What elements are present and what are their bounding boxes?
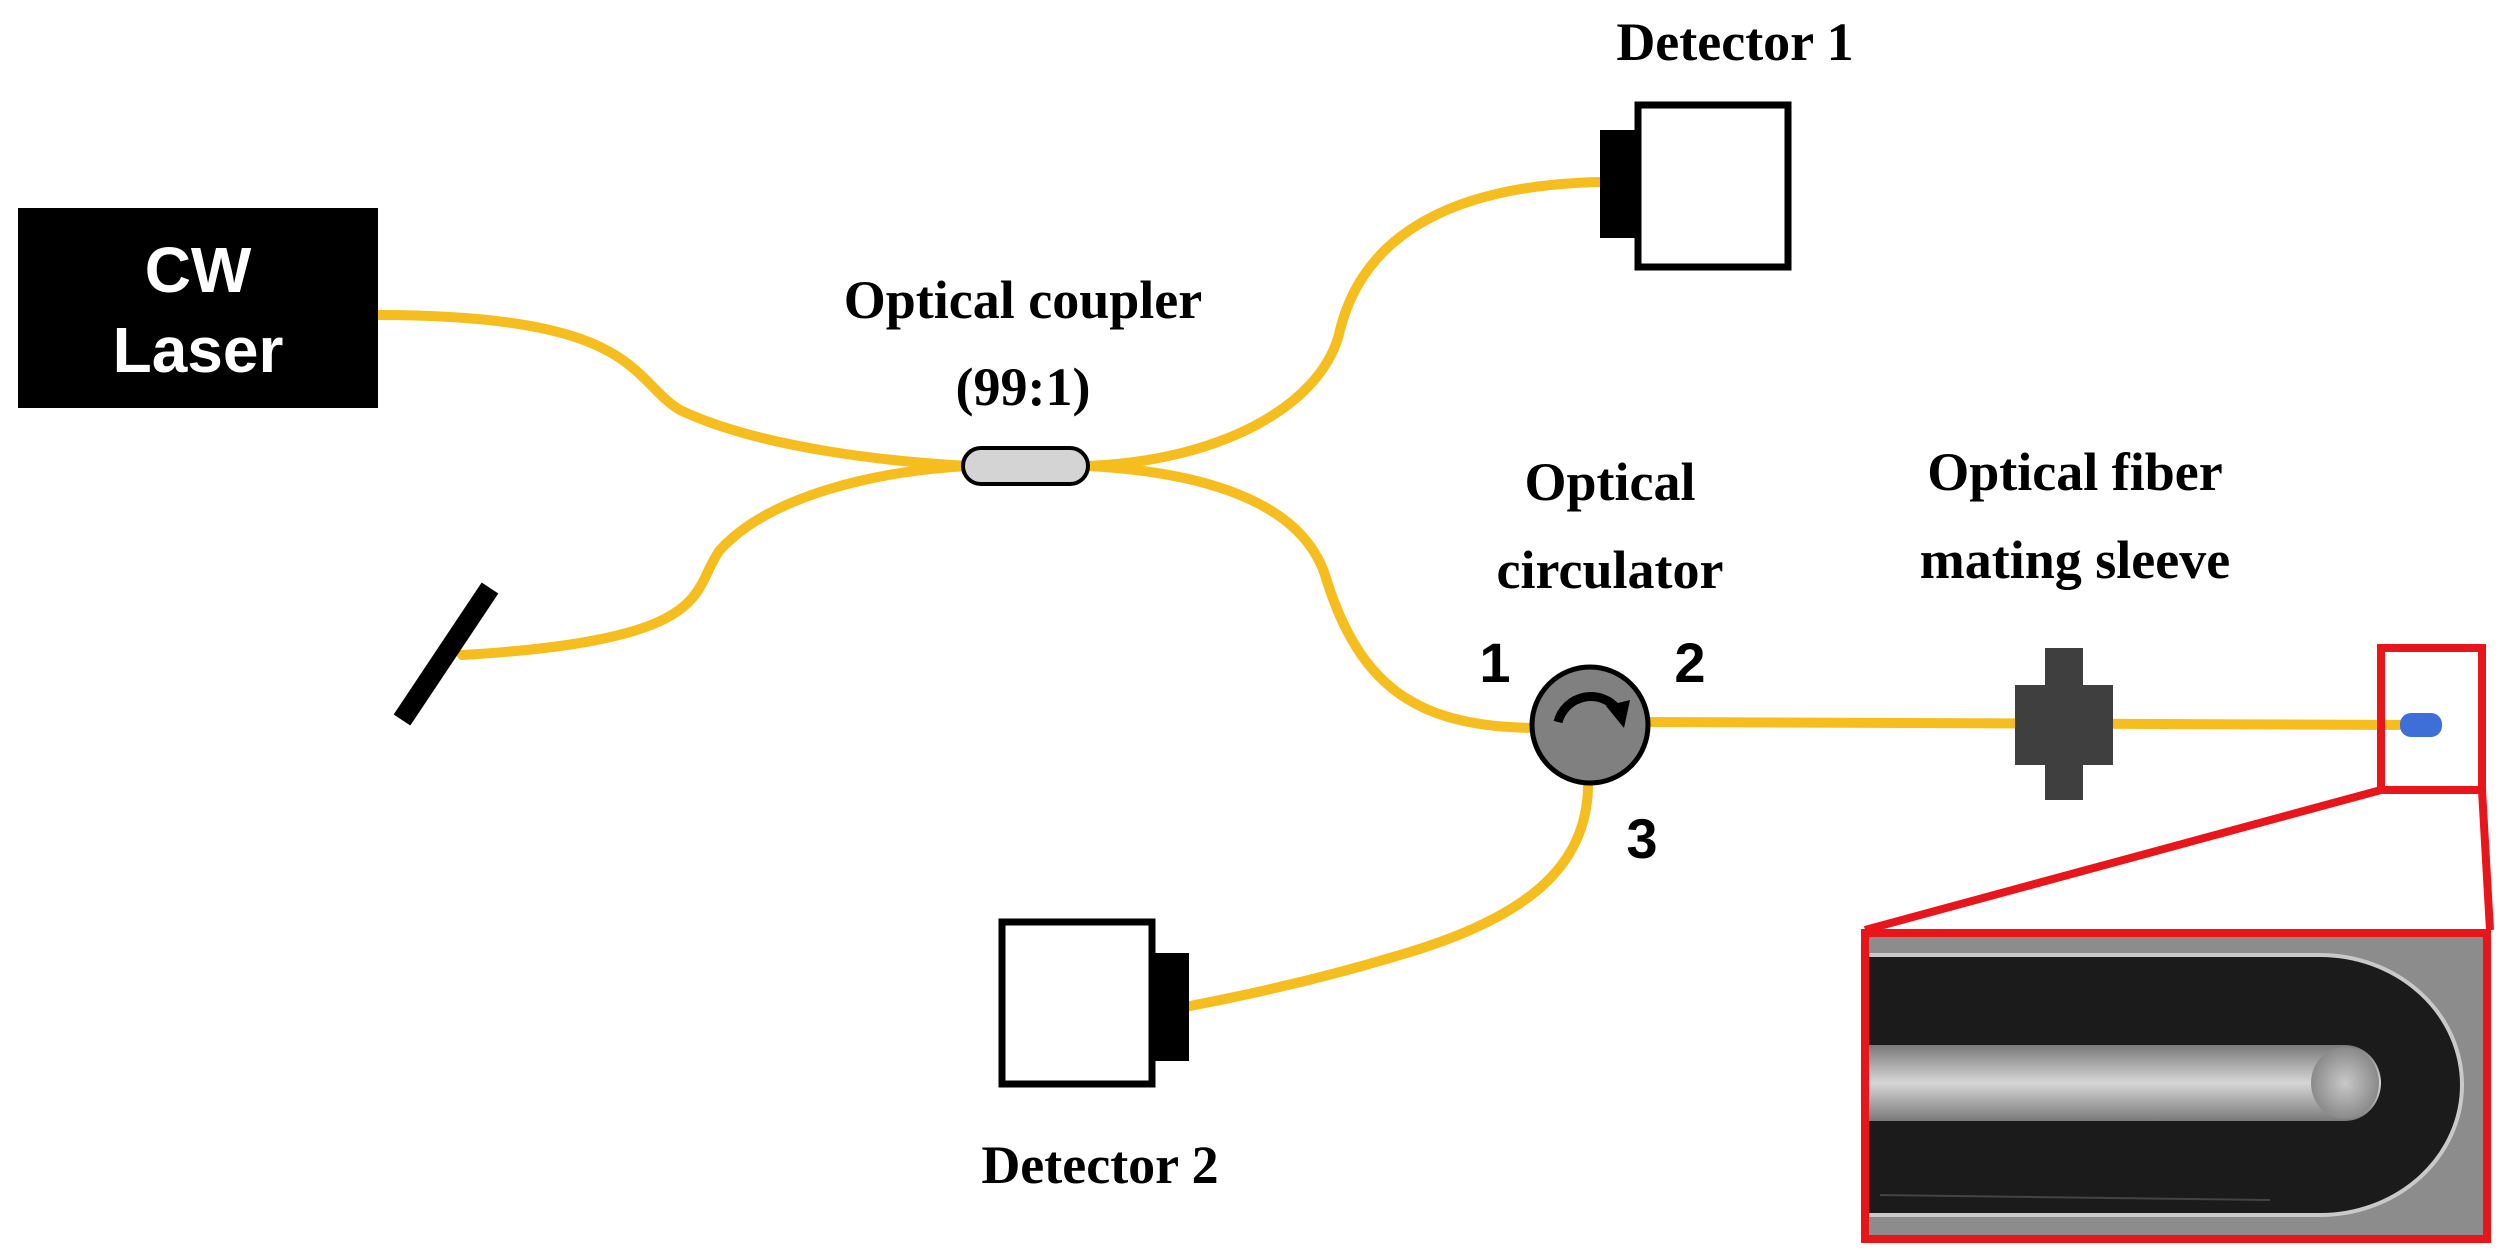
fiber-probe	[1863, 644, 2494, 934]
detector1-aperture	[1600, 130, 1635, 238]
sleeve-label-line2: mating sleeve	[1920, 530, 2230, 590]
detector2-body	[998, 918, 1156, 1088]
fiber-terminator	[393, 582, 499, 726]
coupler-body	[961, 446, 1090, 486]
fiber-tip	[2400, 713, 2442, 737]
zoom-line-right	[2478, 789, 2494, 931]
detector-1: Detector 1	[1600, 12, 1854, 271]
sleeve-body	[2015, 685, 2113, 765]
cw-laser: CW Laser	[18, 208, 378, 408]
optical-coupler: Optical coupler (99:1)	[844, 270, 1202, 486]
port-1-label: 1	[1479, 631, 1510, 694]
detector-2: Detector 2	[981, 918, 1219, 1195]
detector1-label: Detector 1	[1616, 12, 1853, 72]
micrograph-core-tip	[2311, 1047, 2379, 1119]
port-3-label: 3	[1626, 807, 1657, 870]
micrograph-artifact-line	[1879, 1194, 2271, 1201]
zoom-line-left	[1863, 786, 2383, 934]
detector2-aperture	[1155, 953, 1189, 1061]
optical-fiber-mating-sleeve: Optical fiber mating sleeve	[1920, 442, 2230, 800]
micrograph-fiber-core	[1865, 1045, 2381, 1121]
circulator-body	[1529, 664, 1651, 786]
tip-highlight-box	[2377, 644, 2486, 794]
micrograph-frame	[1861, 929, 2491, 1243]
coupler-label-line1: Optical coupler	[844, 270, 1202, 330]
circulator-arrowhead-icon	[1606, 700, 1630, 728]
detector2-label: Detector 2	[981, 1135, 1218, 1195]
fiber-coupler-to-circulator	[1083, 461, 1545, 733]
fiber-coupler-to-detector1	[1083, 177, 1605, 471]
sleeve-top-tab	[2045, 648, 2083, 688]
laser-label-line1: CW	[145, 234, 252, 306]
fiber-tip-micrograph	[1861, 929, 2491, 1243]
laser-label-line2: Laser	[113, 314, 284, 386]
circulator-label-line2: circulator	[1497, 540, 1724, 600]
fiber-laser-to-coupler	[373, 310, 975, 471]
circulator-label-line1: Optical	[1525, 452, 1696, 512]
sleeve-bottom-tab	[2045, 762, 2083, 800]
detector1-body	[1634, 101, 1792, 271]
laser-box	[18, 208, 378, 408]
coupler-label-line2: (99:1)	[956, 357, 1091, 417]
port-2-label: 2	[1674, 631, 1705, 694]
fiber-network	[373, 177, 2417, 1012]
fiber-coupler-to-terminator	[457, 461, 975, 660]
circulator-arrow-icon	[1553, 692, 1622, 724]
sleeve-label-line1: Optical fiber	[1927, 442, 2222, 502]
fiber-circulator-to-detector2	[1180, 775, 1594, 1012]
optical-circulator: Optical circulator 1 2 3	[1479, 452, 1723, 870]
